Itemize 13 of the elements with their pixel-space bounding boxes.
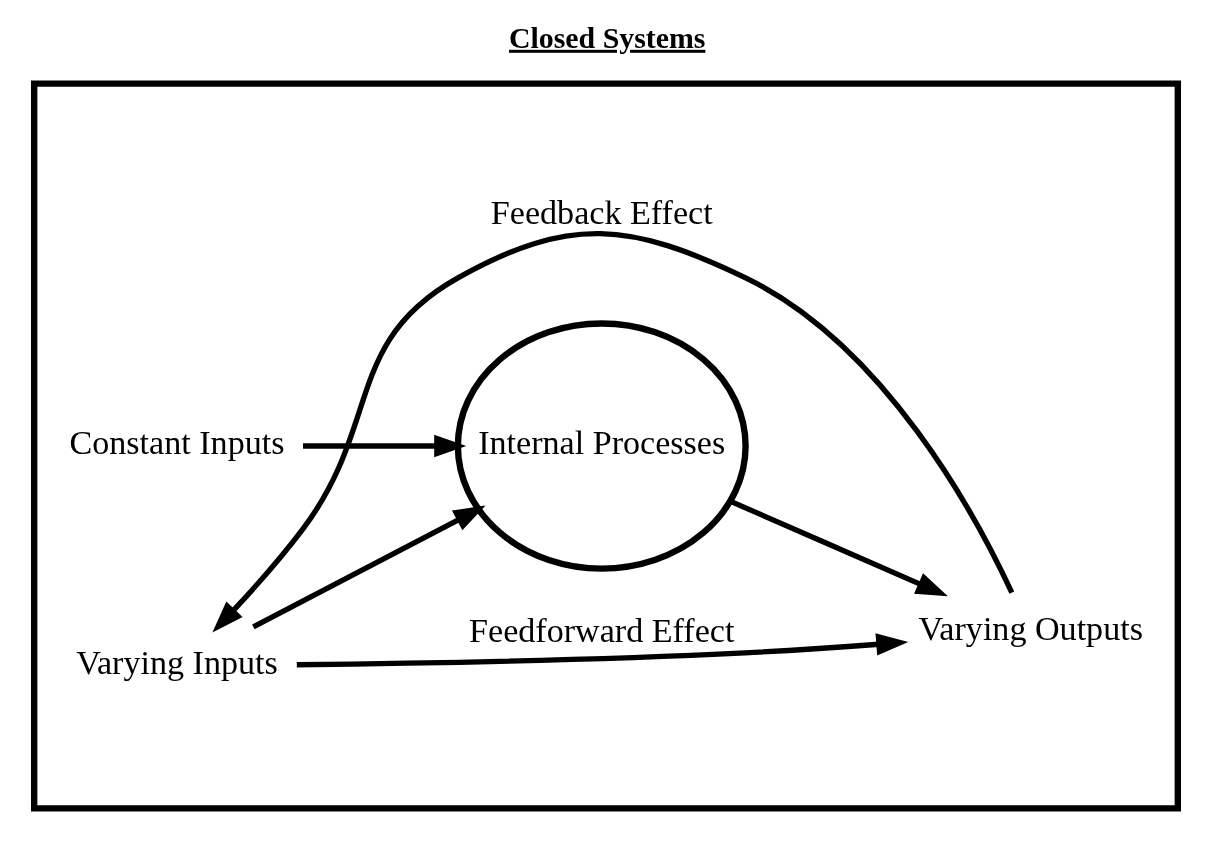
arrow <box>303 434 467 458</box>
node-text: Varying Outputs <box>918 609 1143 647</box>
arrow <box>212 231 1015 633</box>
cluster <box>30 80 1182 812</box>
node-text: Varying Inputs <box>76 643 278 681</box>
edge-label: Feedback Effect <box>490 193 713 231</box>
diagram-title: Closed Systems <box>509 20 706 54</box>
arrow <box>252 505 486 630</box>
node-ellipse: Internal Processes <box>454 320 749 572</box>
arrow <box>729 498 948 597</box>
arrow <box>296 633 909 668</box>
edge-label: Feedforward Effect <box>469 611 735 649</box>
node-text: Constant Inputs <box>69 424 285 462</box>
